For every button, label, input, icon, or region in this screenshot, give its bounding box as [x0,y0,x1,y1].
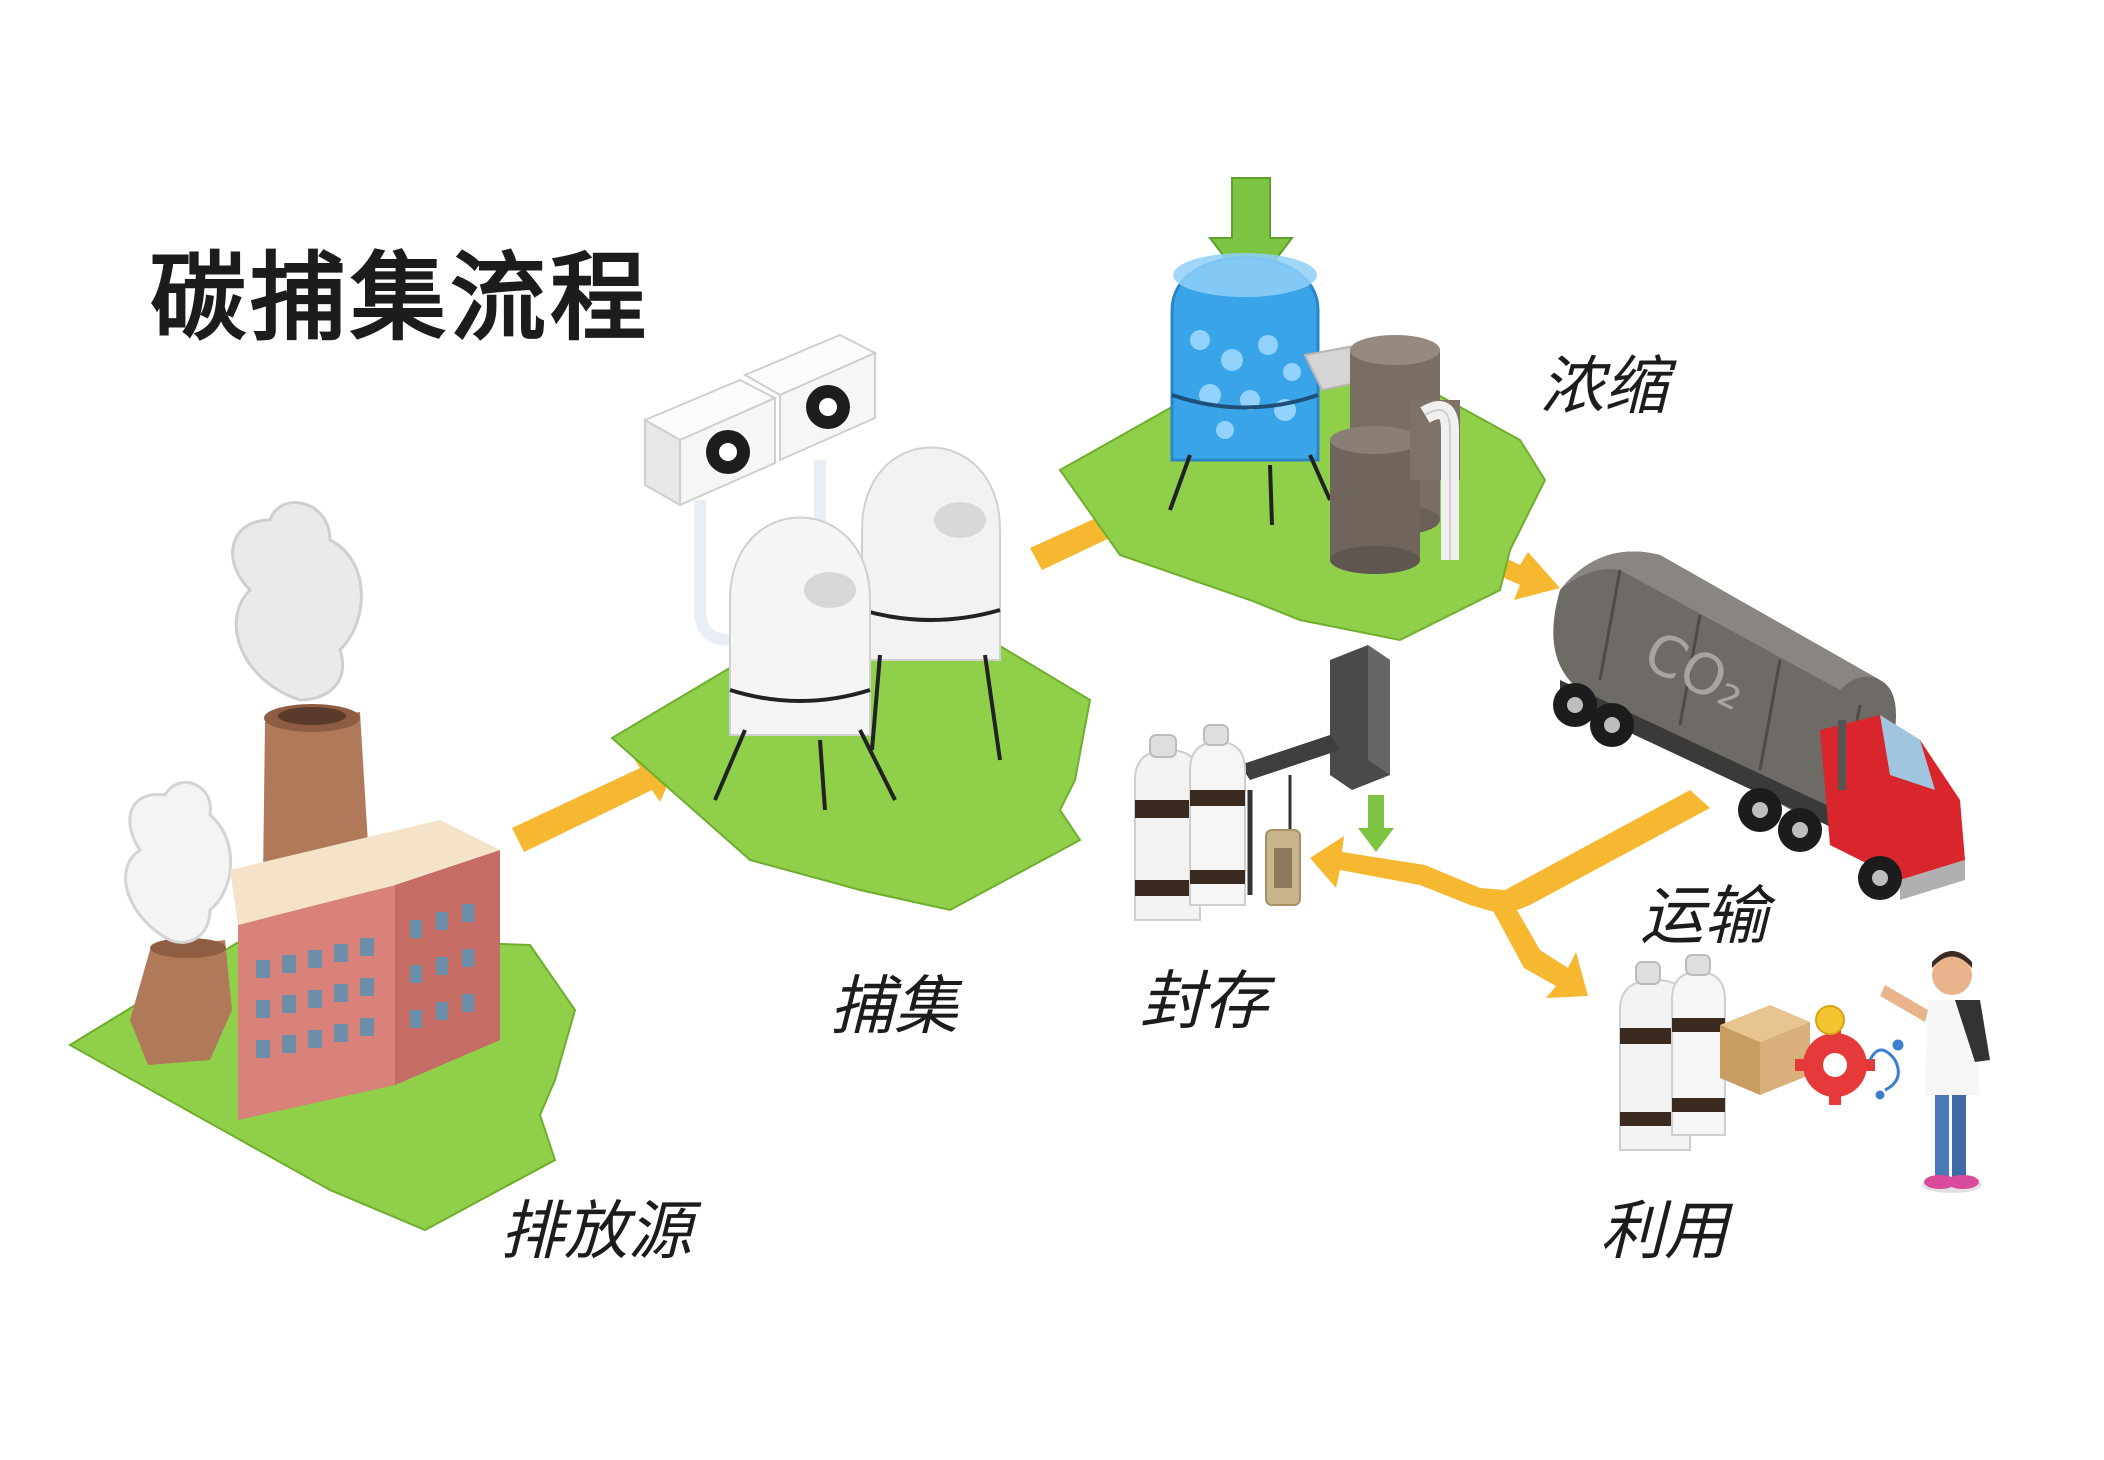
utilize-station [1619,951,1990,1193]
label-transport: 运输 [1640,880,1768,954]
transport-truck: CO₂ [1553,551,1965,900]
capture-station [610,333,1092,912]
blue-vessel [1168,253,1332,526]
concentrate-station [1058,253,1547,642]
label-source: 排放源 [500,1195,692,1269]
label-capture: 捕集 [830,970,958,1044]
small-green-arrow [1358,795,1394,852]
capture-tank-back [861,446,1002,761]
capture-tank-front [713,516,897,811]
label-storage: 封存 [1140,965,1268,1039]
co2-tank: CO₂ [1553,551,1896,820]
flow-arrows [512,177,1710,998]
arrow-source-to-capture [512,756,676,852]
label-utilize: 利用 [1600,1195,1728,1269]
cooling-tower [130,938,232,1065]
fan-unit [642,333,878,507]
red-cab [1820,715,1965,900]
arrow-transport-fork [1310,790,1710,998]
smoke-plume [124,501,363,944]
brick-building [230,820,500,1120]
splash-icon [1868,1039,1904,1100]
storage-station [1134,645,1390,921]
utilize-cylinders [1619,954,1726,1151]
page-title: 碳捕集流程 [150,242,650,354]
coin-icon [1815,1005,1845,1035]
storage-cylinder [1134,724,1246,921]
person-figure [1880,951,1990,1193]
product-boxes [1720,1005,1810,1095]
label-concentrate: 浓缩 [1540,350,1668,424]
source-station [68,501,577,1232]
injection-shaft [1240,645,1390,790]
